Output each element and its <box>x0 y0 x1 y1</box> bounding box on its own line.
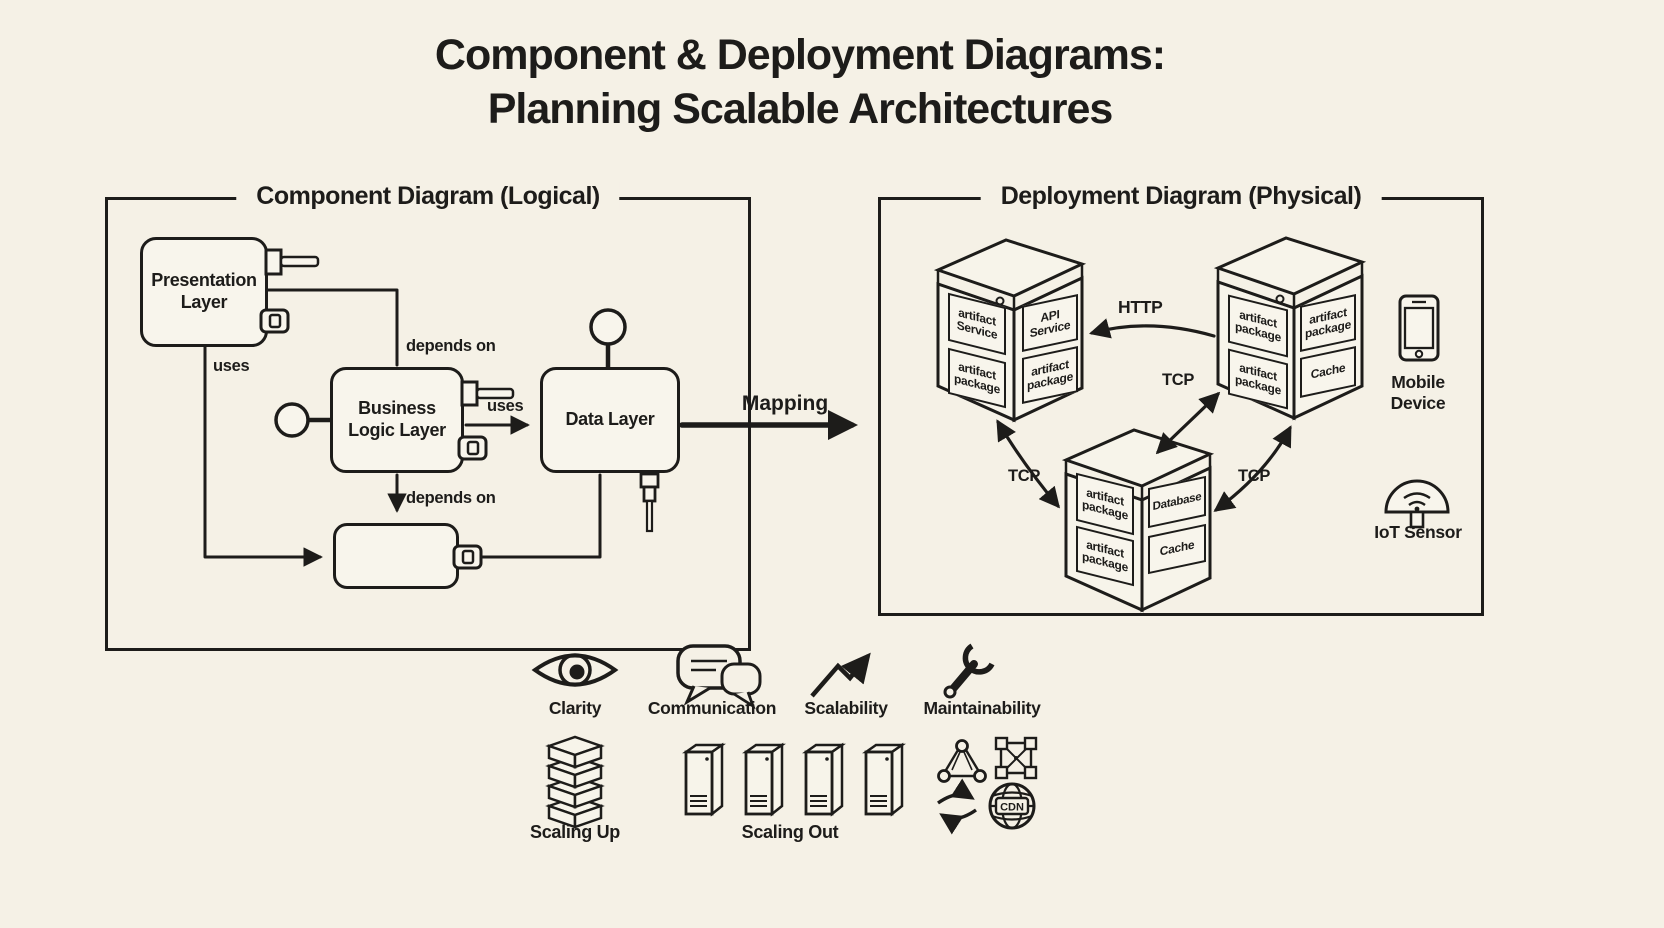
presentation-plug-icon <box>264 248 320 276</box>
mobile-device-icon <box>1398 294 1440 362</box>
tcp-label-left: TCP <box>1008 467 1041 485</box>
data-lollipop-icon <box>589 308 627 367</box>
deployment-panel: Deployment Diagram (Physical) <box>878 182 1484 616</box>
business-logic-layer-box: Business Logic Layer <box>330 367 464 473</box>
scalability-label: Scalability <box>804 698 888 718</box>
scaling-up-label: Scaling Up <box>529 822 620 842</box>
iot-sensor-label: IoT Sensor <box>1374 522 1462 542</box>
trend-up-arrow-icon <box>810 652 871 698</box>
page-title-line1: Component & Deployment Diagrams: <box>434 31 1166 79</box>
uses-label-left: uses <box>213 357 250 375</box>
uses-left-line <box>203 345 323 567</box>
presentation-layer-label: Presentation Layer <box>151 270 257 312</box>
data-bottom-plug-icon <box>639 472 660 533</box>
depends-on-label-top: depends on <box>406 337 496 355</box>
maintainability-label: Maintainability <box>923 698 1041 718</box>
presentation-layer-box: Presentation Layer <box>140 237 268 347</box>
page-title-line2: Planning Scalable Architectures <box>487 85 1114 134</box>
presentation-port-icon <box>259 308 290 334</box>
http-arrow <box>1088 318 1216 339</box>
tcp-arrow-right <box>1213 425 1292 512</box>
deployment-panel-title: Deployment Diagram (Physical) <box>980 182 1382 211</box>
unnamed-box-port-icon <box>452 544 483 570</box>
mobile-device-label: Mobile Device <box>1390 372 1446 413</box>
business-plug-icon <box>460 380 515 407</box>
speech-bubbles-icon <box>676 644 762 710</box>
triangle-network-icon <box>937 739 987 783</box>
empty-to-data-line <box>479 473 602 559</box>
tcp-label-mid: TCP <box>1162 371 1195 389</box>
depends-on-label-bottom: depends on <box>406 489 496 507</box>
tcp-arrow-mid <box>1155 391 1221 455</box>
business-lollipop-icon <box>274 402 330 438</box>
iot-sensor-icon <box>1384 479 1450 529</box>
data-layer-box: Data Layer <box>540 367 680 473</box>
mapping-label: Mapping <box>741 392 829 415</box>
cdn-label: CDN <box>1000 802 1024 814</box>
communication-label: Communication <box>647 698 777 718</box>
business-logic-layer-label: Business Logic Layer <box>348 398 446 440</box>
uses-label-mid: uses <box>487 397 524 415</box>
server-row-icon <box>684 743 904 816</box>
depends-on-top-line <box>266 288 399 367</box>
data-layer-label: Data Layer <box>565 409 655 430</box>
mesh-network-icon <box>994 736 1038 780</box>
unnamed-component-box <box>333 523 459 589</box>
http-label: HTTP <box>1118 297 1163 317</box>
wrench-icon <box>943 643 995 699</box>
sync-arrows-icon <box>937 778 977 835</box>
business-port-icon <box>457 435 488 461</box>
cdn-globe-icon: CDN <box>988 782 1036 830</box>
page-title: Component & Deployment Diagrams: Plannin… <box>60 28 1540 136</box>
eye-icon <box>531 653 619 687</box>
scaling-out-label: Scaling Out <box>741 822 839 842</box>
component-panel-title: Component Diagram (Logical) <box>236 182 620 211</box>
clarity-label: Clarity <box>548 698 602 718</box>
stacked-servers-icon <box>547 735 603 829</box>
tcp-arrow-left <box>996 419 1060 509</box>
tcp-label-right: TCP <box>1238 467 1271 485</box>
component-panel: Component Diagram (Logical) <box>105 182 751 651</box>
